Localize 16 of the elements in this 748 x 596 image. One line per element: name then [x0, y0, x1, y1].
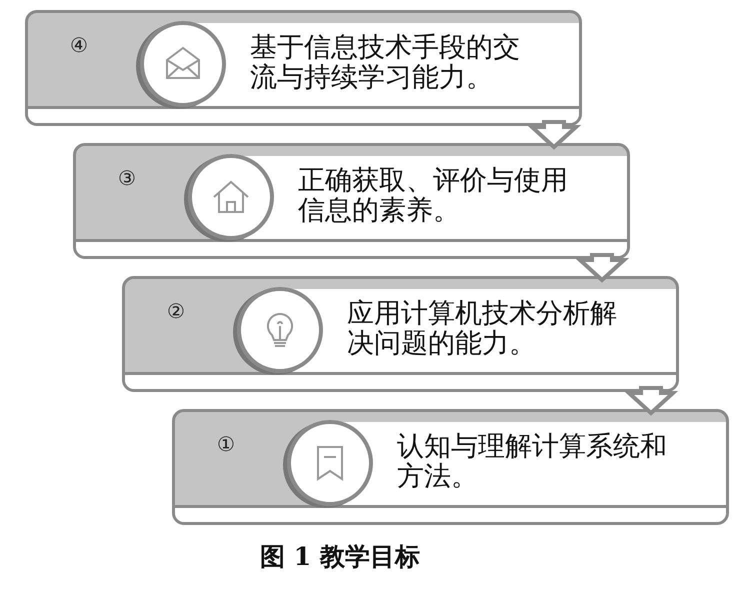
- block-arrow: [574, 253, 630, 283]
- goal-text: 正确获取、评价与使用信息的素养。: [298, 166, 569, 226]
- step-card: [172, 409, 729, 525]
- step-card: [25, 10, 582, 126]
- figure-caption: 图 1 教学目标: [259, 541, 421, 573]
- step-number: ②: [167, 299, 185, 323]
- block-arrow: [624, 386, 678, 416]
- block-arrow: [526, 120, 582, 150]
- step-card: [73, 143, 630, 259]
- goal-text: 基于信息技术手段的交流与持续学习能力。: [250, 33, 521, 93]
- goal-text: 应用计算机技术分析解决问题的能力。: [347, 299, 618, 359]
- step-number: ③: [118, 166, 136, 190]
- step-number: ④: [70, 33, 88, 57]
- step-card: [122, 276, 679, 392]
- goal-text: 认知与理解计算系统和方法。: [397, 432, 668, 492]
- step-number: ①: [217, 432, 235, 456]
